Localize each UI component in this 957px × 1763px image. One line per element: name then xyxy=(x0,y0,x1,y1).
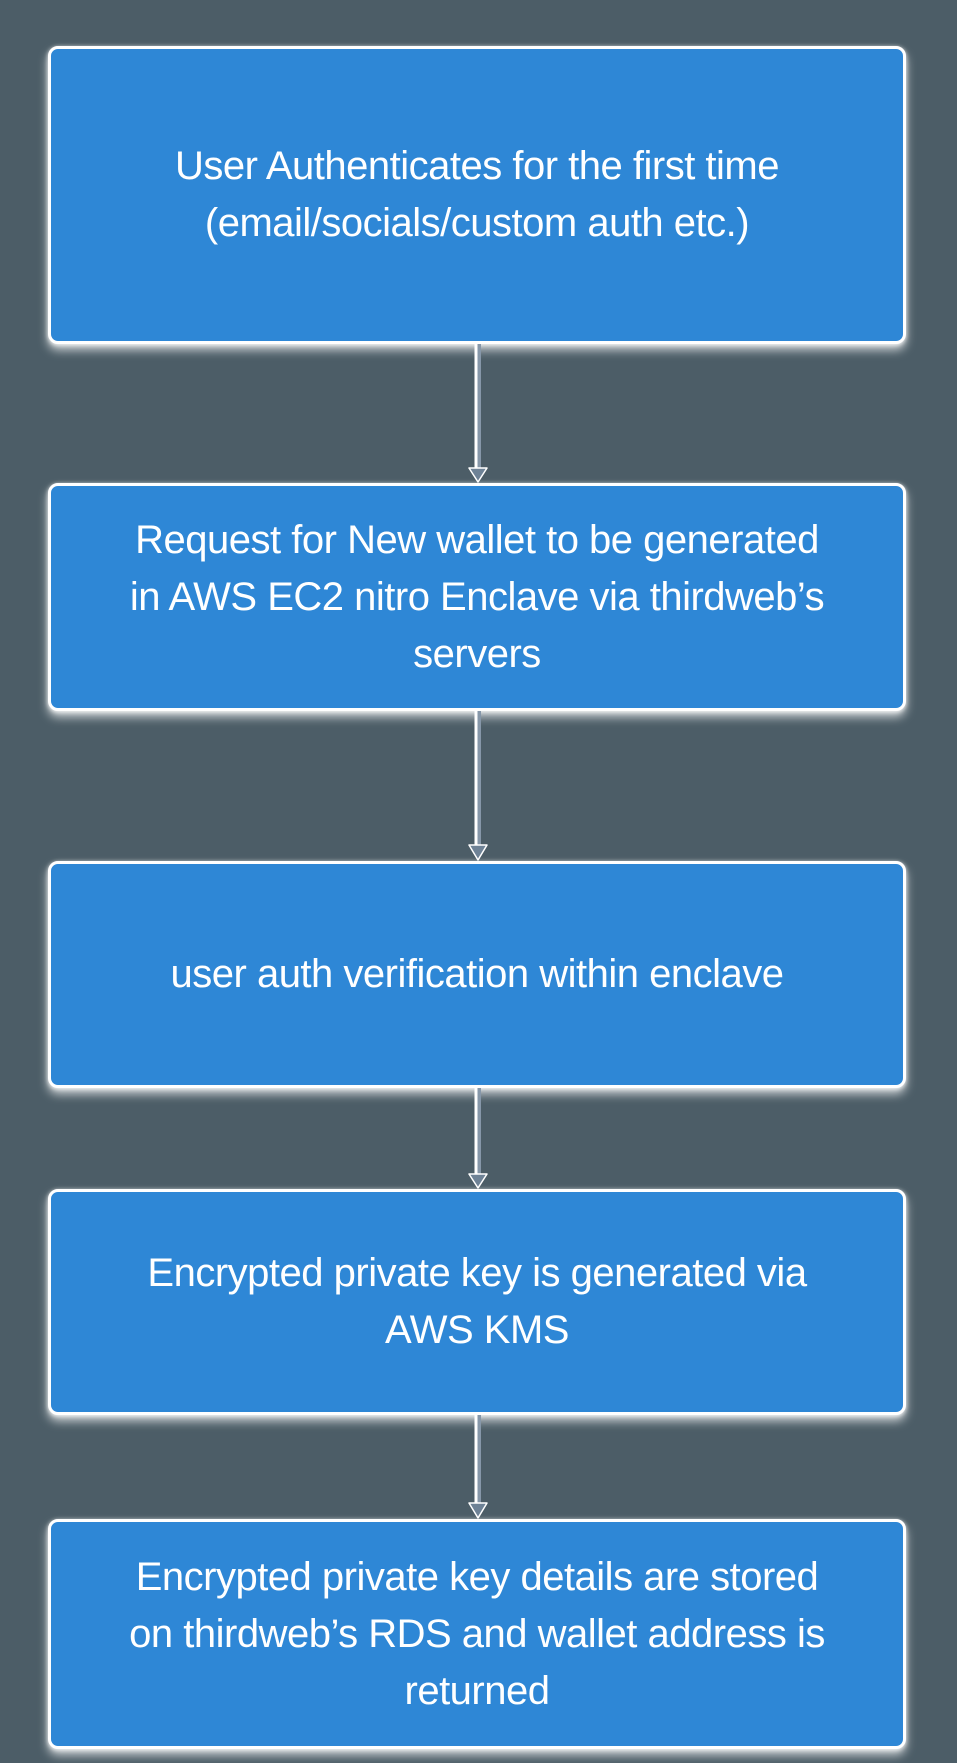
connector-arrow-4 xyxy=(468,1415,488,1519)
arrow-head-icon xyxy=(468,1502,488,1519)
arrow-head-icon xyxy=(468,1173,488,1189)
node-label: User Authenticates for the first time(em… xyxy=(175,144,779,245)
node-label: Encrypted private key details are stored… xyxy=(129,1554,825,1713)
arrow-line xyxy=(477,344,481,470)
connector-arrow-3 xyxy=(468,1088,488,1189)
arrow-line-casing xyxy=(474,711,478,847)
arrow-line-casing xyxy=(474,1088,478,1176)
node-encrypted-key-stored: Encrypted private key details are stored… xyxy=(48,1519,906,1749)
arrow-line-casing xyxy=(474,1415,478,1505)
node-label: user auth verification within enclave xyxy=(170,952,784,996)
arrow-line xyxy=(477,1088,481,1176)
node-auth-verification-enclave: user auth verification within enclave xyxy=(48,861,906,1088)
arrow-line xyxy=(477,711,481,847)
arrow-head-icon xyxy=(468,467,488,483)
connector-arrow-1 xyxy=(468,344,488,483)
connector-arrow-2 xyxy=(468,711,488,861)
arrow-line xyxy=(477,1415,481,1505)
arrow-line-casing xyxy=(474,344,478,470)
node-user-authenticates: User Authenticates for the first time(em… xyxy=(48,46,906,344)
arrow-head-icon xyxy=(468,844,488,861)
